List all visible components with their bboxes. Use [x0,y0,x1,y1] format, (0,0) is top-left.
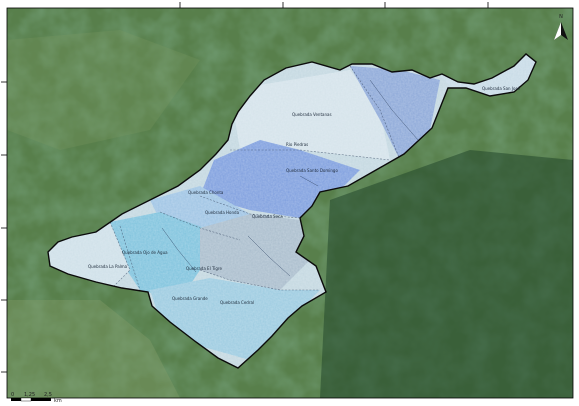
subbasin-labels: Quebrada Ventanas Río Piedras Quebrada S… [88,86,521,305]
subbasin-label: Quebrada Ojo de Agua [122,250,168,255]
subbasin-label: Quebrada Honda [205,210,240,215]
map-neatline [6,7,574,399]
graticule-ticks [1,2,489,373]
subbasin-label: Quebrada Cedral [220,300,254,305]
scale-label-2: 2,5 [44,392,52,398]
dense-forest-region [320,150,573,398]
subbasin-label: Quebrada El Tigre [186,266,222,271]
subbasin-label: Quebrada Grande [172,296,208,301]
scale-label-0: 0 [11,392,14,398]
light-vegetation-region [7,30,200,150]
subbasin-label: Quebrada Ventanas [292,112,332,117]
agricultural-region [7,300,180,398]
scale-unit: km [54,398,62,404]
subbasin-label: Quebrada Santo Domingo [286,168,338,173]
scale-bar: 0 1,25 2,5 km [11,392,62,404]
subbasin-label: Quebrada Seca [252,214,283,219]
stream-network [161,79,419,277]
subbasin-label: Quebrada San José [482,86,521,91]
subbasin-label: Quebrada La Palma [88,264,128,269]
scale-label-1: 1,25 [24,392,35,398]
subbasin-boundaries [109,65,401,291]
north-arrow-icon: N [554,14,568,40]
subbasin-label: Río Piedras [286,142,308,147]
north-letter: N [559,14,563,20]
subbasin-label: Quebrada Chonta [188,190,224,195]
